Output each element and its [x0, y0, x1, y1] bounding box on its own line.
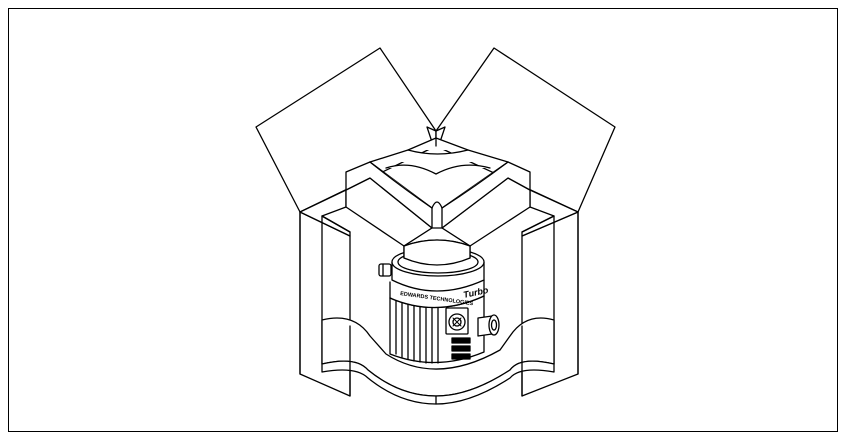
bottom-foam-insert [321, 317, 555, 405]
pump-warning-labels [451, 337, 471, 360]
pump-side-port [477, 314, 500, 337]
pump-side-knob [378, 263, 392, 277]
top-foam-cap [345, 137, 531, 266]
pump-connector [445, 307, 469, 335]
pump-cooling-fins [395, 299, 439, 364]
